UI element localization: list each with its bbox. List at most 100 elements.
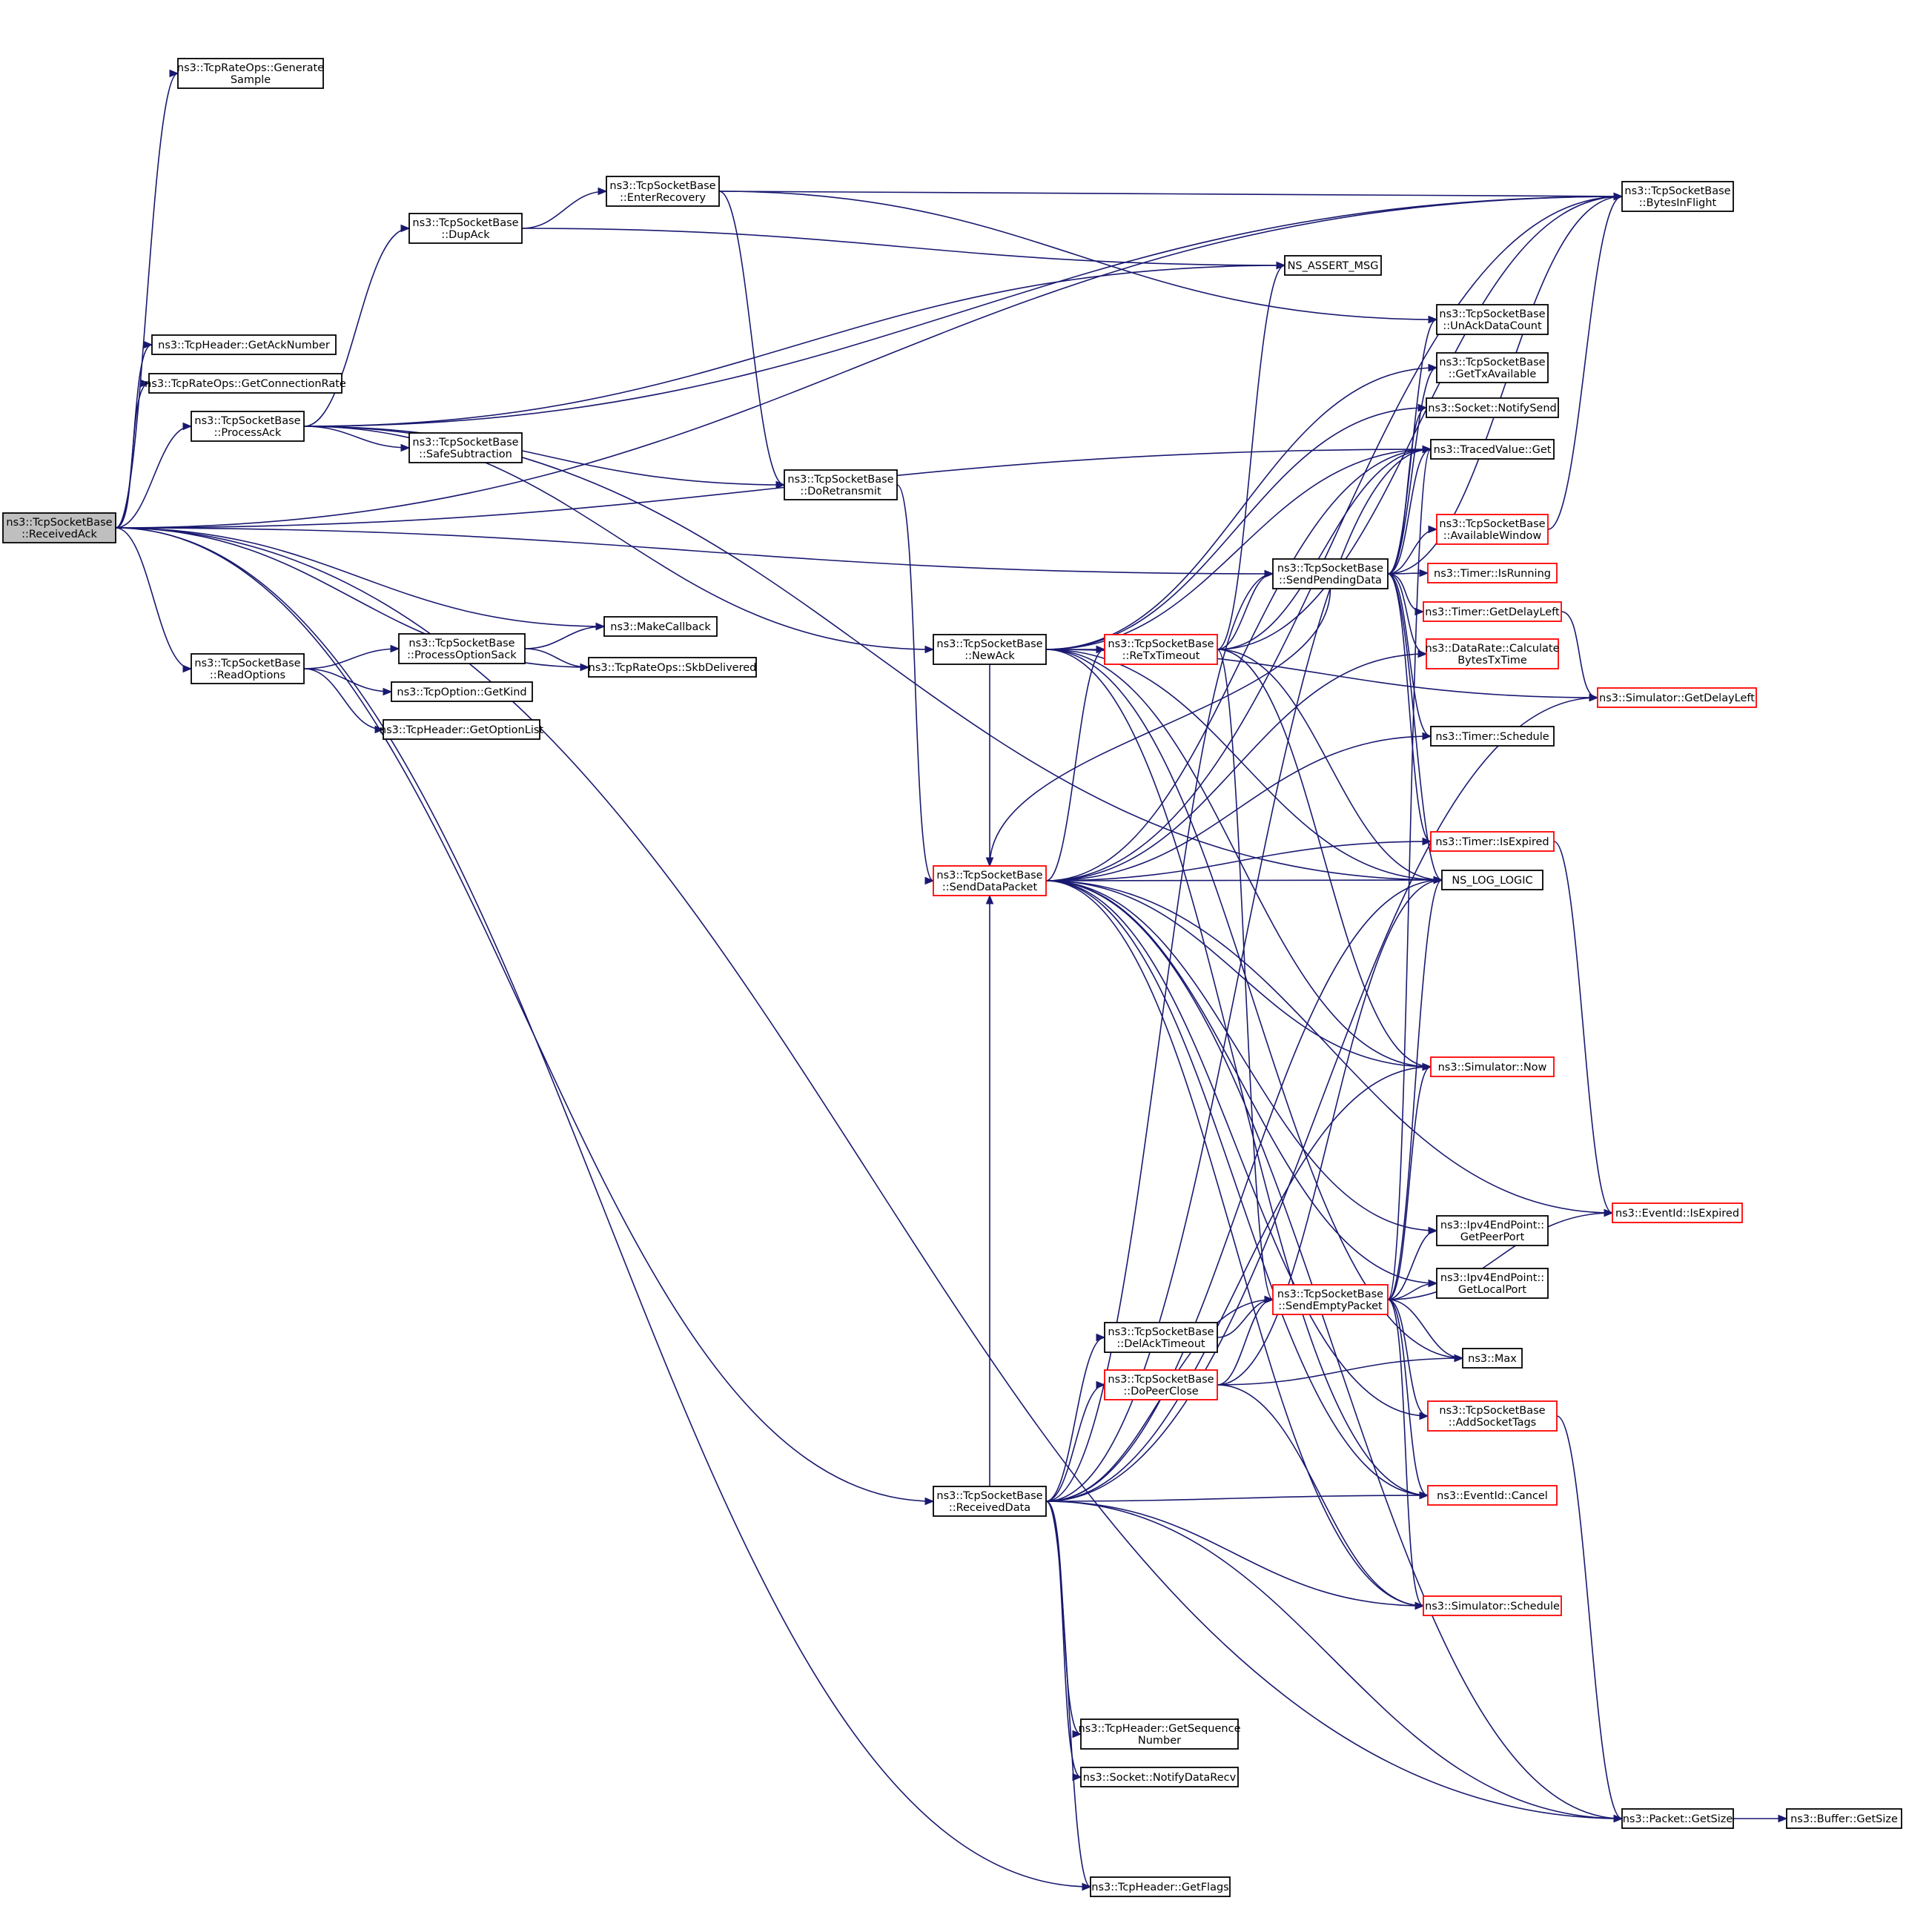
node-safe-subtraction[interactable]: ns3::TcpSocketBase::SafeSubtraction: [408, 432, 523, 463]
node-timer-is-running[interactable]: ns3::Timer::IsRunning: [1427, 563, 1558, 583]
node-label: ns3::TcpSocketBase: [194, 658, 300, 669]
node-label: ::ReTxTimeout: [1122, 650, 1200, 662]
node-send-pending-data[interactable]: ns3::TcpSocketBase::SendPendingData: [1272, 558, 1389, 589]
edge-read-options-to-get-option-list: [303, 668, 385, 734]
edge-line: [718, 191, 785, 486]
node-new-ack[interactable]: ns3::TcpSocketBase::NewAck: [933, 634, 1047, 665]
node-make-callback[interactable]: ns3::MakeCallback: [603, 616, 718, 637]
node-label: ::ReadOptions: [210, 669, 285, 681]
edge-line: [115, 449, 1432, 529]
node-event-id-cancel[interactable]: ns3::EventId::Cancel: [1427, 1485, 1558, 1506]
node-ns-log-logic[interactable]: NS_LOG_LOGIC: [1441, 870, 1543, 890]
edge-line: [1561, 611, 1598, 698]
node-send-empty-packet[interactable]: ns3::TcpSocketBase::SendEmptyPacket: [1272, 1284, 1389, 1315]
edge-process-ack-to-ns-assert-msg: [303, 261, 1286, 427]
node-available-window[interactable]: ns3::TcpSocketBase::AvailableWindow: [1436, 514, 1549, 545]
node-timer-is-expired[interactable]: ns3::Timer::IsExpired: [1430, 831, 1555, 852]
edge-line: [1556, 1415, 1623, 1819]
node-bytes-in-flight[interactable]: ns3::TcpSocketBase::BytesInFlight: [1621, 181, 1734, 212]
node-packet-get-size[interactable]: ns3::Packet::GetSize: [1621, 1808, 1734, 1829]
node-send-data-packet[interactable]: ns3::TcpSocketBase::SendDataPacket: [933, 865, 1047, 896]
node-enter-recovery[interactable]: ns3::TcpSocketBase::EnterRecovery: [606, 176, 720, 207]
edge-line: [1045, 880, 1429, 1417]
node-label: ns3::TcpSocketBase: [1277, 1288, 1383, 1300]
node-label: ::ReceivedAck: [21, 529, 97, 540]
node-ns-assert-msg[interactable]: NS_ASSERT_MSG: [1284, 255, 1382, 276]
edge-process-option-sack-to-make-callback: [524, 622, 606, 649]
node-box: [191, 411, 305, 442]
edge-received-data-to-simulator-schedule: [1045, 1501, 1425, 1610]
node-del-ack-timeout[interactable]: ns3::TcpSocketBase::DelAckTimeout: [1104, 1322, 1218, 1353]
node-label: ns3::TcpHeader::GetOptionList: [380, 724, 544, 736]
node-simulator-schedule[interactable]: ns3::Simulator::Schedule: [1423, 1595, 1562, 1616]
node-re-tx-timeout[interactable]: ns3::TcpSocketBase::ReTxTimeout: [1104, 634, 1218, 665]
node-do-peer-close[interactable]: ns3::TcpSocketBase::DoPeerClose: [1104, 1369, 1218, 1400]
node-label: ns3::Simulator::Now: [1438, 1062, 1547, 1073]
node-do-retransmit[interactable]: ns3::TcpSocketBase::DoRetransmit: [784, 469, 898, 500]
node-box: [1786, 1808, 1902, 1829]
node-received-data[interactable]: ns3::TcpSocketBase::ReceivedData: [933, 1486, 1047, 1517]
edge-line: [1217, 649, 1443, 881]
arrowhead: [1428, 525, 1438, 534]
node-process-option-sack[interactable]: ns3::TcpSocketBase::ProcessOptionSack: [398, 633, 526, 664]
node-get-connection-rate[interactable]: ns3::TcpRateOps::GetConnectionRate: [145, 373, 346, 394]
node-event-id-is-expired[interactable]: ns3::EventId::IsExpired: [1612, 1202, 1743, 1223]
node-get-local-port[interactable]: ns3::Ipv4EndPoint::GetLocalPort: [1436, 1268, 1549, 1299]
arrowhead: [1419, 1491, 1429, 1500]
node-read-options[interactable]: ns3::TcpSocketBase::ReadOptions: [191, 653, 305, 684]
edge-line: [1045, 1501, 1082, 1778]
node-skb-delivered[interactable]: ns3::TcpRateOps::SkbDelivered: [588, 657, 757, 678]
node-process-ack[interactable]: ns3::TcpSocketBase::ProcessAck: [191, 411, 305, 442]
node-max[interactable]: ns3::Max: [1462, 1348, 1523, 1369]
node-label: ns3::TcpSocketBase: [412, 217, 518, 229]
node-notify-send[interactable]: ns3::Socket::NotifySend: [1426, 397, 1559, 418]
node-notify-data-recv[interactable]: ns3::Socket::NotifyDataRecv: [1080, 1767, 1239, 1787]
node-label: ns3::TcpSocketBase: [787, 474, 893, 486]
node-un-ack-data-count[interactable]: ns3::TcpSocketBase::UnAckDataCount: [1436, 304, 1549, 335]
node-get-flags[interactable]: ns3::TcpHeader::GetFlags: [1090, 1876, 1231, 1897]
node-simulator-now[interactable]: ns3::Simulator::Now: [1430, 1056, 1555, 1077]
node-get-peer-port[interactable]: ns3::Ipv4EndPoint::GetPeerPort: [1436, 1215, 1549, 1246]
node-label: ns3::TcpRateOps::GetConnectionRate: [145, 378, 346, 390]
node-label: ns3::TcpSocketBase: [936, 638, 1042, 650]
edge-received-ack-to-packet-get-size: [115, 527, 1624, 1823]
edge-line: [1387, 407, 1427, 575]
node-timer-schedule[interactable]: ns3::Timer::Schedule: [1430, 726, 1555, 747]
node-label: ns3::Timer::Schedule: [1435, 731, 1549, 743]
node-label: ns3::TcpOption::GetKind: [397, 687, 526, 698]
node-box: [784, 469, 898, 500]
node-box: [1430, 726, 1555, 747]
arrowhead: [1433, 876, 1443, 884]
node-traced-value-get[interactable]: ns3::TracedValue::Get: [1430, 439, 1555, 460]
edge-received-data-to-del-ack-timeout: [1045, 1333, 1106, 1502]
edge-send-pending-data-to-send-data-packet: [985, 588, 1331, 867]
node-add-socket-tags[interactable]: ns3::TcpSocketBase::AddSocketTags: [1427, 1400, 1558, 1432]
node-box: [1436, 352, 1549, 383]
node-get-tx-available[interactable]: ns3::TcpSocketBase::GetTxAvailable: [1436, 352, 1549, 383]
arrowhead: [1264, 569, 1274, 578]
edge-line: [1045, 649, 1429, 1496]
edge-line: [1045, 649, 1443, 881]
node-dup-ack[interactable]: ns3::TcpSocketBase::DupAck: [408, 213, 523, 244]
node-box: [1441, 870, 1543, 890]
node-label: ns3::TcpSocketBase: [1108, 1326, 1214, 1338]
node-get-option-list[interactable]: ns3::TcpHeader::GetOptionList: [380, 719, 544, 740]
node-timer-get-delay-left[interactable]: ns3::Timer::GetDelayLeft: [1423, 601, 1562, 622]
node-box: [1080, 1767, 1239, 1787]
edge-line: [115, 383, 150, 529]
node-box: [588, 657, 757, 678]
edge-line: [303, 648, 400, 669]
node-buffer-get-size[interactable]: ns3::Buffer::GetSize: [1786, 1808, 1902, 1829]
arrowhead: [985, 857, 994, 867]
edge-line: [1045, 1066, 1432, 1502]
node-get-ack-number[interactable]: ns3::TcpHeader::GetAckNumber: [151, 334, 337, 355]
edge-line: [1045, 880, 1623, 1819]
arrowhead: [390, 644, 400, 653]
node-sim-get-delay-left[interactable]: ns3::Simulator::GetDelayLeft: [1597, 687, 1757, 708]
node-box: [1272, 558, 1389, 589]
node-received-ack[interactable]: ns3::TcpSocketBase::ReceivedAck: [2, 512, 116, 543]
node-get-kind[interactable]: ns3::TcpOption::GetKind: [391, 681, 533, 702]
